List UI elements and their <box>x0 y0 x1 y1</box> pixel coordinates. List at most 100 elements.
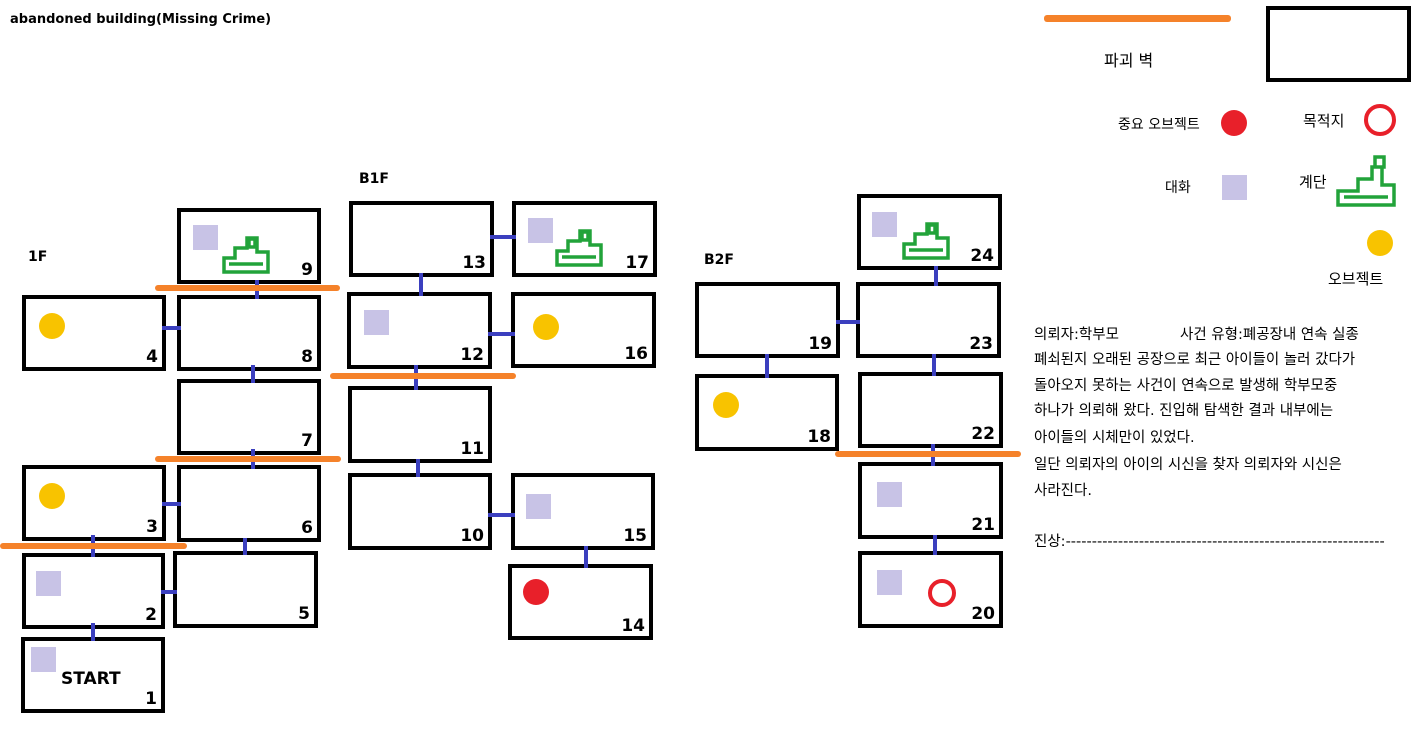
connector-2-5 <box>161 590 177 594</box>
room-7[interactable]: 7 <box>177 379 321 455</box>
connector-10-11 <box>416 459 420 477</box>
note-client: 의뢰자:학부모 <box>1034 327 1119 343</box>
room-6[interactable]: 6 <box>177 465 321 542</box>
room-23[interactable]: 23 <box>856 282 1001 358</box>
floor-label-1f: 1F <box>28 249 48 265</box>
object-marker <box>533 314 559 340</box>
room-15[interactable]: 15 <box>511 473 655 550</box>
room-number: 22 <box>971 424 995 444</box>
room-number: 10 <box>460 526 484 546</box>
destroy-wall-8-9 <box>155 285 340 291</box>
room-number: 2 <box>145 605 157 625</box>
room-3[interactable]: 3 <box>22 465 166 541</box>
room-number: 1 <box>145 689 157 709</box>
note-line-5: 일단 의뢰자의 아이의 시신을 찾자 의뢰자와 시신은 <box>1034 457 1342 473</box>
connector-1-2 <box>91 623 95 641</box>
stairs-icon <box>1336 155 1396 207</box>
destroy-wall-21-22 <box>835 451 1021 457</box>
legend-destination-label: 목적지 <box>1303 112 1345 130</box>
room-number: 11 <box>460 439 484 459</box>
destroy-wall-11-12 <box>330 373 516 379</box>
room-20[interactable]: 20 <box>858 551 1003 628</box>
legend-wall-swatch <box>1044 15 1231 22</box>
note-line-2: 돌아오지 못하는 사건이 연속으로 발생해 학부모중 <box>1034 378 1338 394</box>
room-21[interactable]: 21 <box>858 462 1003 539</box>
room-13[interactable]: 13 <box>349 201 494 277</box>
dialogue-marker <box>36 571 61 596</box>
stairs-icon <box>222 236 270 274</box>
connector-12-13 <box>419 273 423 296</box>
room-number: 23 <box>969 334 993 354</box>
connector-22-23 <box>932 354 936 376</box>
note-line-4: 아이들의 시체만이 있었다. <box>1034 430 1195 446</box>
connector-5-6 <box>243 538 247 555</box>
room-number: 13 <box>462 253 486 273</box>
room-number: 3 <box>146 517 158 537</box>
connector-20-21 <box>933 535 937 555</box>
connector-4-8 <box>162 326 181 330</box>
room-17[interactable]: 17 <box>512 201 657 277</box>
destination-marker <box>928 579 956 607</box>
map-title: abandoned building(Missing Crime) <box>10 12 272 27</box>
room-number: 4 <box>146 347 158 367</box>
connector-14-15 <box>584 546 588 568</box>
room-1[interactable]: START 1 <box>21 637 165 713</box>
connector-13-17 <box>490 235 516 239</box>
connector-19-23 <box>836 320 860 324</box>
room-number: 15 <box>623 526 647 546</box>
legend-empty-box <box>1266 6 1411 82</box>
object-marker <box>39 313 65 339</box>
key-object-marker <box>523 579 549 605</box>
room-4[interactable]: 4 <box>22 295 166 371</box>
destination-icon <box>1364 104 1396 136</box>
room-number: 21 <box>971 515 995 535</box>
stairs-icon <box>555 229 603 267</box>
room-number: 20 <box>971 604 995 624</box>
object-marker <box>713 392 739 418</box>
stairs-icon <box>902 222 950 260</box>
room-number: 12 <box>460 345 484 365</box>
room-number: 17 <box>625 253 649 273</box>
start-label: START <box>61 669 121 689</box>
connector-10-15 <box>488 513 515 517</box>
room-24[interactable]: 24 <box>857 194 1002 270</box>
legend-object-label: 오브젝트 <box>1328 270 1384 288</box>
connector-7-8 <box>251 365 255 383</box>
room-12[interactable]: 12 <box>347 292 492 369</box>
room-11[interactable]: 11 <box>348 386 492 463</box>
room-number: 14 <box>621 616 645 636</box>
note-line-1: 폐쇠된지 오래된 공장으로 최근 아이들이 놀러 갔다가 <box>1034 352 1356 368</box>
room-number: 19 <box>808 334 832 354</box>
room-number: 24 <box>970 246 994 266</box>
legend-key-object-label: 중요 오브젝트 <box>1118 117 1200 133</box>
dialogue-marker <box>877 482 902 507</box>
object-marker <box>39 483 65 509</box>
room-14[interactable]: 14 <box>508 564 653 640</box>
legend-dialogue-label: 대화 <box>1165 180 1191 196</box>
room-number: 18 <box>807 427 831 447</box>
connector-23-24 <box>934 266 938 286</box>
connector-18-19 <box>765 354 769 378</box>
room-9[interactable]: 9 <box>177 208 321 284</box>
room-10[interactable]: 10 <box>348 473 492 550</box>
object-icon <box>1367 230 1393 256</box>
destroy-wall-6-7 <box>155 456 341 462</box>
legend-destroy-wall-label: 파괴 벽 <box>1104 51 1154 70</box>
room-22[interactable]: 22 <box>858 372 1003 448</box>
room-5[interactable]: 5 <box>173 551 318 628</box>
room-18[interactable]: 18 <box>695 374 839 451</box>
dialogue-marker <box>193 225 218 250</box>
connector-12-16 <box>488 332 515 336</box>
room-8[interactable]: 8 <box>177 295 321 371</box>
dialogue-icon <box>1222 175 1247 200</box>
note-truth: 진상:-------------------------------------… <box>1034 534 1385 550</box>
dialogue-marker <box>877 570 902 595</box>
destroy-wall-2-3 <box>0 543 187 549</box>
note-line-6: 사라진다. <box>1034 483 1092 499</box>
room-number: 6 <box>301 518 313 538</box>
room-16[interactable]: 16 <box>511 292 656 368</box>
room-2[interactable]: 2 <box>22 553 165 629</box>
floor-label-b1f: B1F <box>359 171 389 187</box>
room-number: 8 <box>301 347 313 367</box>
room-19[interactable]: 19 <box>695 282 840 358</box>
